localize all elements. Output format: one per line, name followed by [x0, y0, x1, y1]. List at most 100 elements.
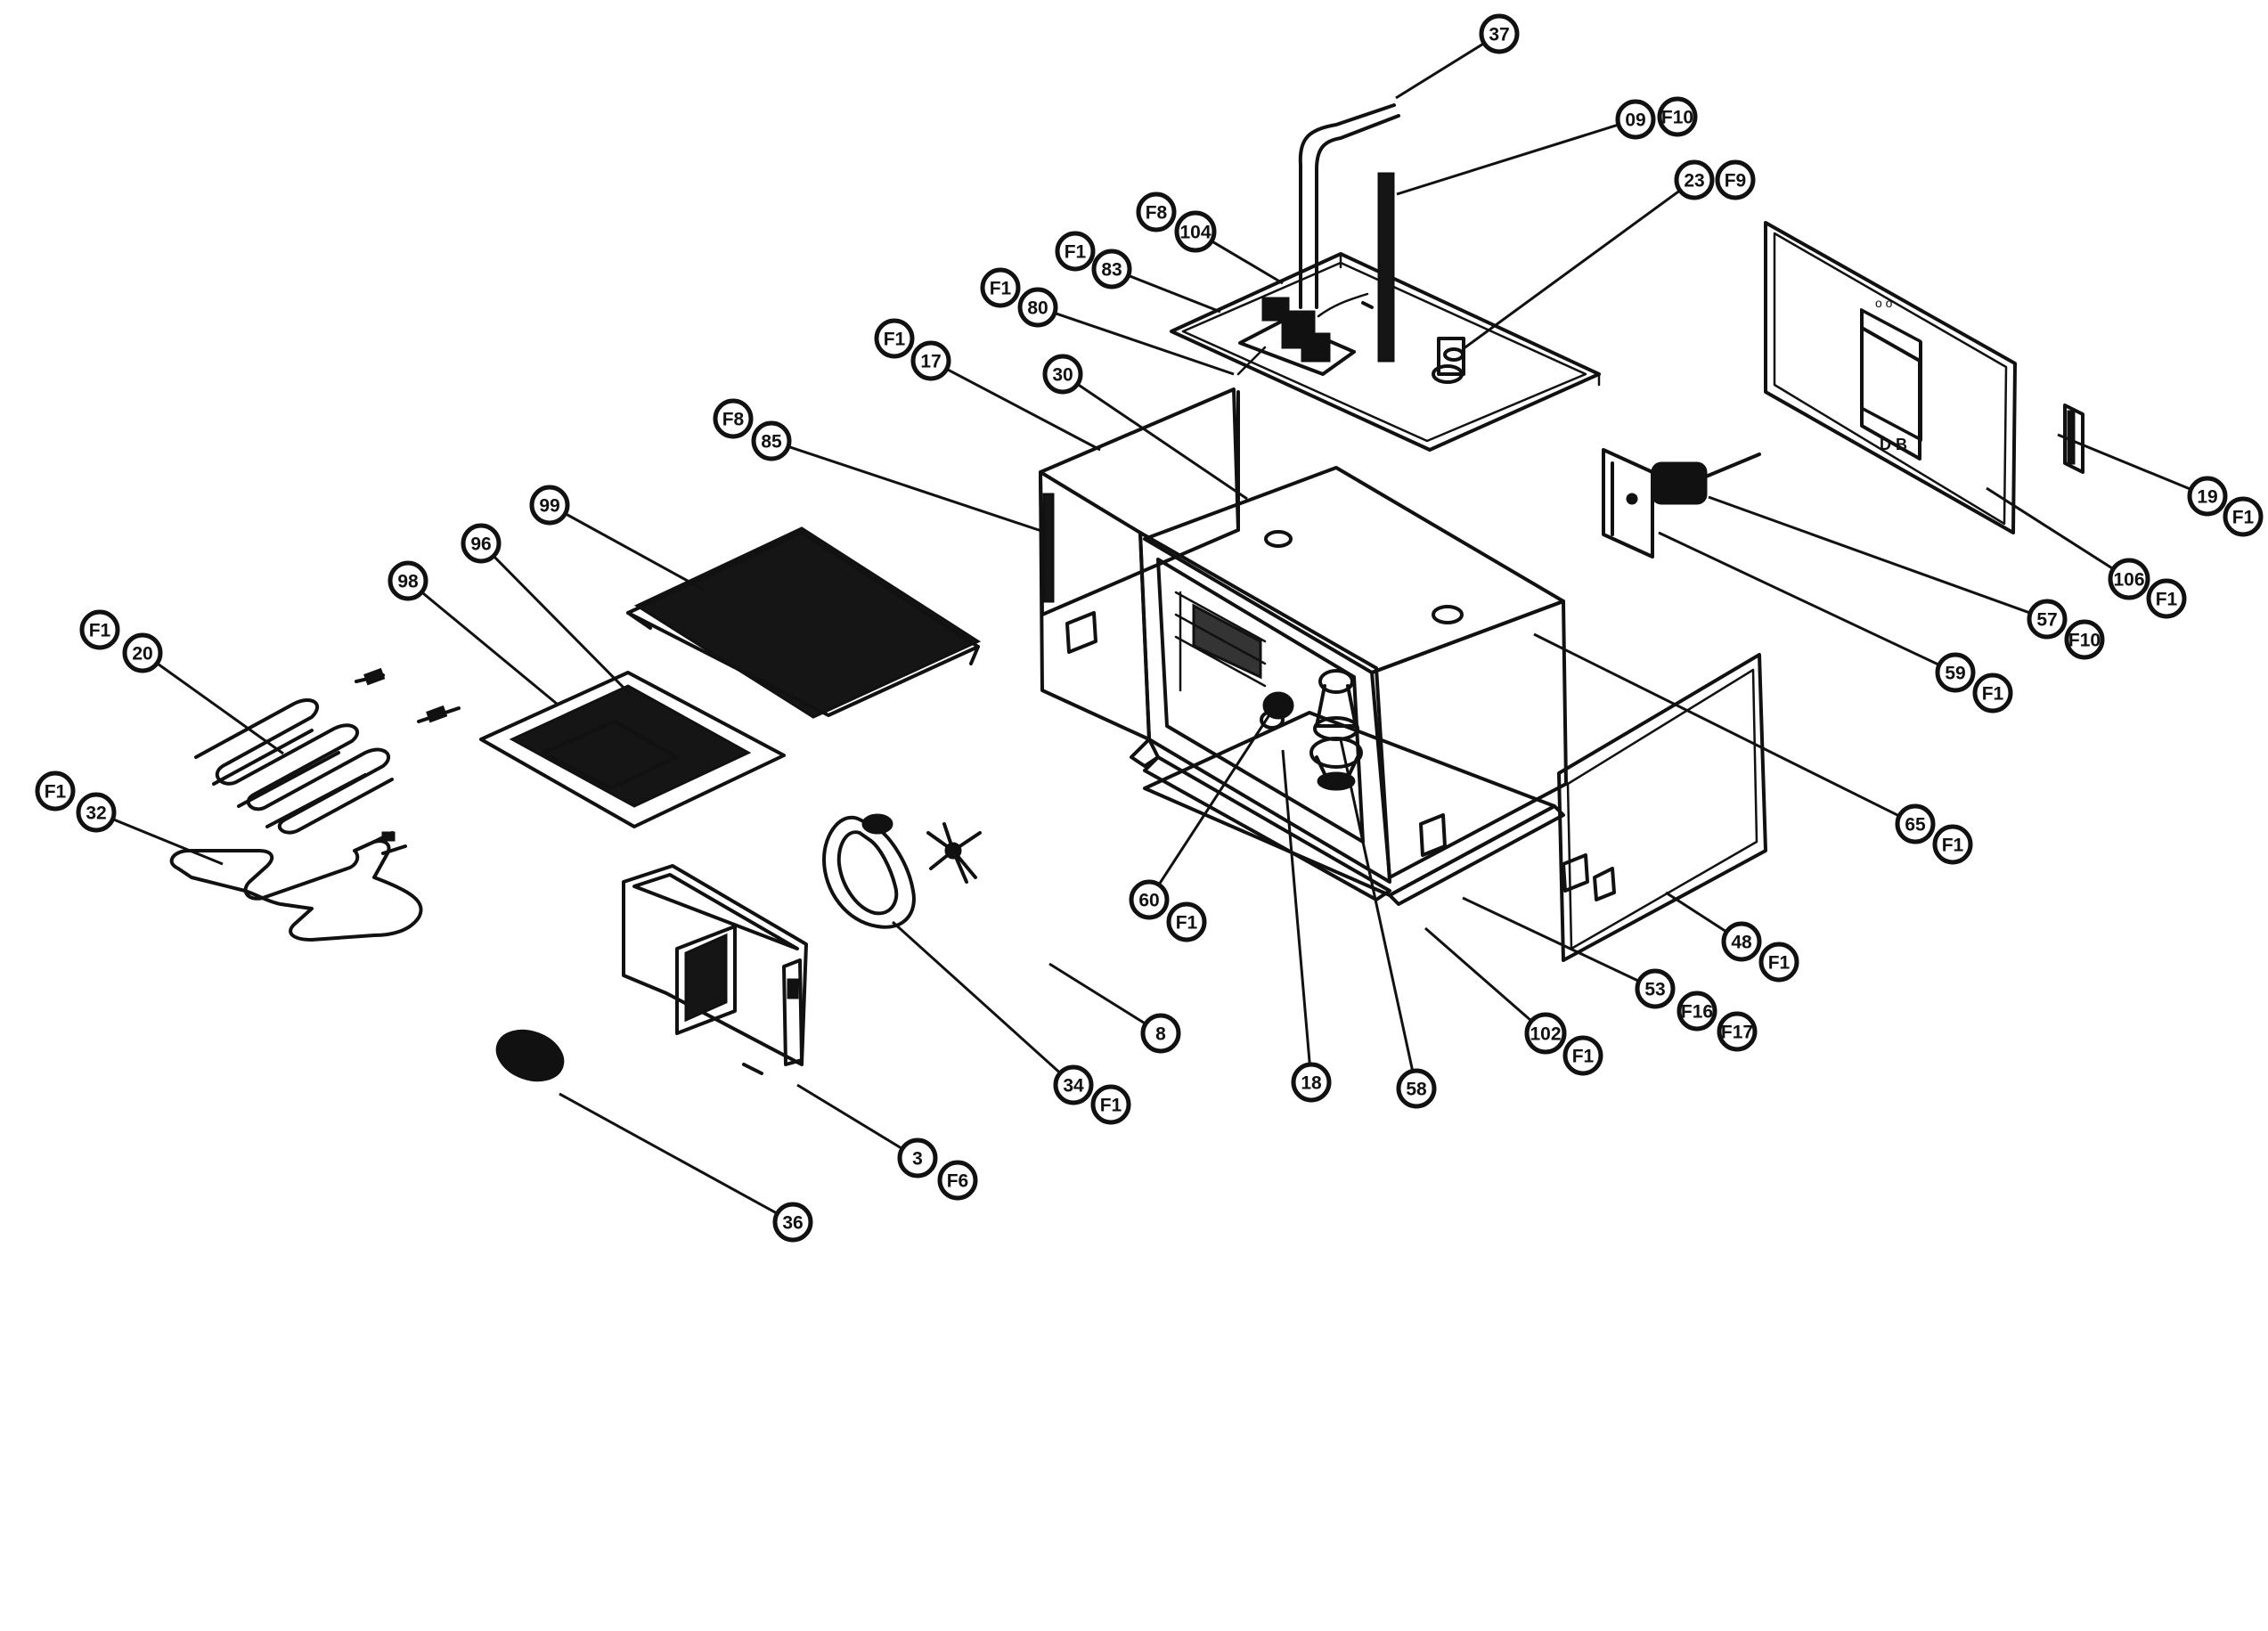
- broil-pan: [479, 671, 786, 828]
- callout-label: F16: [1681, 1002, 1713, 1023]
- callout-circle: [1042, 354, 1083, 395]
- callout-circle: [1895, 803, 1936, 844]
- callout-c32: 32: [76, 792, 117, 833]
- callout-circle: [529, 485, 570, 526]
- callout-cF1k: F1: [1562, 1035, 1603, 1076]
- callout-label: 104: [1179, 223, 1211, 243]
- leader-line-c60: [1157, 710, 1274, 886]
- callout-cF1j: F1: [1758, 942, 1799, 983]
- leader-line-c20: [156, 662, 284, 755]
- callout-label: F1: [1942, 836, 1964, 856]
- callout-circle: [2146, 578, 2187, 619]
- callout-circle: [2027, 599, 2068, 640]
- lamp-assembly: [1309, 669, 1363, 791]
- callout-label: F1: [1982, 684, 2004, 705]
- callout-circle: [897, 1138, 938, 1178]
- callout-circle: [1017, 287, 1058, 328]
- callout-circle: [874, 318, 915, 359]
- callout-circle: [1562, 1035, 1603, 1076]
- callout-c57: 57: [2027, 599, 2068, 640]
- callout-circle: [1174, 210, 1217, 253]
- callout-circle: [713, 398, 754, 439]
- oven-light-lens: [495, 1029, 565, 1082]
- callout-label: 57: [2036, 610, 2057, 631]
- callout-cF16: F16: [1677, 991, 1717, 1032]
- callout-c60: 60: [1129, 879, 1170, 920]
- callout-c37: 37: [1479, 13, 1520, 54]
- leader-line-c83: [1128, 273, 1221, 314]
- leader-line-c99: [564, 512, 705, 591]
- callout-label: 48: [1731, 933, 1752, 953]
- callout-label: 32: [86, 803, 106, 824]
- callout-circle: [1166, 901, 1207, 942]
- callout-cF8b: F8: [713, 398, 754, 439]
- callout-c19: 19: [2187, 476, 2228, 517]
- leader-line-c3: [796, 1083, 903, 1150]
- callout-c83: 83: [1091, 249, 1132, 290]
- back-panel-mark-2: D B: [1880, 436, 1907, 453]
- callout-c23: 23: [1674, 159, 1715, 200]
- callout-label: 36: [782, 1213, 803, 1234]
- callout-c96: 96: [461, 523, 502, 564]
- callout-label: 19: [2197, 487, 2217, 508]
- callout-cF1c: F1: [874, 318, 915, 359]
- broil-element: [169, 831, 423, 942]
- callout-circle: [1140, 1013, 1181, 1054]
- callout-circle: [751, 420, 792, 461]
- callout-label: 3: [912, 1149, 923, 1170]
- callout-label: F6: [947, 1171, 969, 1192]
- callout-circle: [1524, 1012, 1567, 1055]
- callout-label: F1: [1100, 1096, 1122, 1116]
- callout-label: 102: [1530, 1024, 1561, 1045]
- callout-circle: [1053, 1064, 1094, 1105]
- callout-circle: [1932, 824, 1973, 865]
- callout-label: 18: [1301, 1073, 1322, 1094]
- callout-circle: [1090, 1084, 1131, 1125]
- callout-label: F1: [1768, 953, 1791, 974]
- leader-line-c57: [1708, 495, 2031, 615]
- callout-label: F17: [1721, 1023, 1753, 1043]
- callout-circle: [1657, 96, 1698, 137]
- sensor-tube: [1298, 103, 1400, 309]
- callout-circle: [937, 1160, 978, 1201]
- callout-label: 23: [1684, 171, 1704, 192]
- leader-line-c80: [1054, 312, 1235, 376]
- callout-label: 96: [470, 534, 491, 555]
- callout-c53: 53: [1635, 968, 1676, 1009]
- callout-cF10b: F10: [2064, 619, 2105, 660]
- callout-label: F1: [990, 279, 1012, 299]
- callout-c09: 09: [1615, 99, 1656, 140]
- callout-label: 53: [1644, 980, 1665, 1000]
- callout-circle: [1129, 879, 1170, 920]
- callout-circle: [1635, 968, 1676, 1009]
- leader-line-c106: [1986, 486, 2115, 570]
- callout-cF1a: F1: [1055, 231, 1096, 272]
- callout-c65: 65: [1895, 803, 1936, 844]
- callout-c8: 8: [1140, 1013, 1181, 1054]
- callout-cF1b: F1: [980, 267, 1021, 308]
- callout-circle: [122, 632, 163, 673]
- leader-line-c8: [1048, 962, 1146, 1025]
- oven-door: [622, 864, 808, 1075]
- leader-line-c23: [1462, 189, 1681, 351]
- callout-c18: 18: [1291, 1062, 1332, 1103]
- callout-cF1i: F1: [1932, 824, 1973, 865]
- callout-circle: [1055, 231, 1096, 272]
- callout-label: 37: [1489, 25, 1509, 45]
- leader-line-c37: [1395, 42, 1485, 100]
- callout-label: F1: [2156, 590, 2178, 610]
- leader-line-c19: [2057, 433, 2192, 491]
- callout-label: F10: [1661, 108, 1693, 128]
- callout-cF1e: F1: [35, 771, 76, 811]
- callout-c99: 99: [529, 485, 570, 526]
- fan-motor: [1602, 448, 1761, 559]
- callout-circle: [1972, 673, 2013, 714]
- callout-cF17: F17: [1717, 1011, 1758, 1052]
- leader-line-c102: [1424, 926, 1533, 1023]
- callout-c85: 85: [751, 420, 792, 461]
- callout-circle: [2064, 619, 2105, 660]
- callout-circle: [772, 1202, 813, 1243]
- callout-circle: [1136, 192, 1177, 232]
- callout-label: F8: [722, 410, 745, 430]
